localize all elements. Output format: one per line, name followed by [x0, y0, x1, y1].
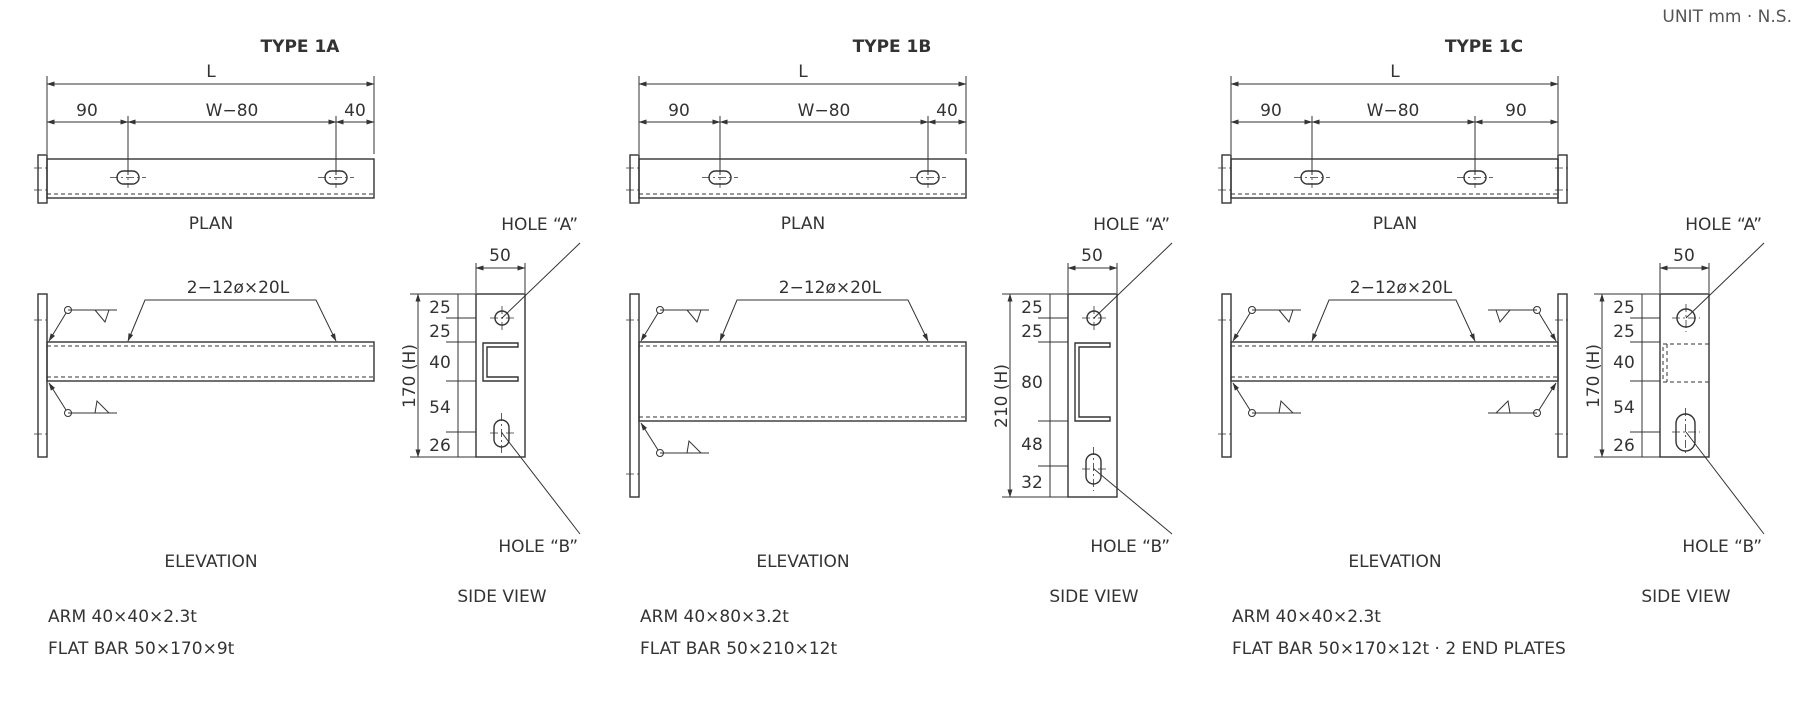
plate-plan	[37, 154, 48, 204]
side-view: 50 210 (H) 25 25 80 48 32	[992, 215, 1173, 607]
side-view: 50 170 (H) 25 25 40 54 26	[1584, 215, 1765, 607]
hole-b-label: HOLE “B”	[1090, 537, 1170, 557]
dim-middle: W−80	[1367, 101, 1420, 121]
type-1b-group: TYPE 1B L 90 W−80 40 PLAN	[626, 37, 1173, 659]
flat-bar	[1067, 293, 1118, 498]
spec-arm: ARM 40×40×2.3t	[48, 607, 197, 627]
plate-plan	[1221, 154, 1232, 204]
plan-label: PLAN	[189, 214, 233, 234]
dim-left: 90	[76, 101, 98, 121]
elevation-label: ELEVATION	[756, 552, 849, 572]
seg-5: 32	[1021, 473, 1043, 493]
hole-b-label: HOLE “B”	[1682, 537, 1762, 557]
arm-elevation	[46, 341, 375, 382]
elevation-view: 2−12ø×20L ELEVATION	[626, 278, 967, 572]
dim-right: 90	[1505, 101, 1527, 121]
spec-arm: ARM 40×80×3.2t	[640, 607, 789, 627]
plate-plan-right	[1557, 154, 1568, 204]
seg-3: 80	[1021, 373, 1043, 393]
spec-arm: ARM 40×40×2.3t	[1232, 607, 1381, 627]
holes-note: 2−12ø×20L	[187, 278, 290, 298]
hole-a-label: HOLE “A”	[1685, 215, 1762, 235]
dim-left: 90	[1260, 101, 1282, 121]
hole-a-label: HOLE “A”	[1093, 215, 1170, 235]
elevation-view: 2−12ø×20L ELEVATION	[1218, 278, 1571, 572]
elevation-view: 2−12ø×20L ELEVATION	[34, 278, 375, 572]
dim-overall: L	[1390, 62, 1400, 82]
dim-overall: L	[798, 62, 808, 82]
unit-note: UNIT mm · N.S.	[1662, 7, 1792, 27]
dim-middle: W−80	[798, 101, 851, 121]
channel-section	[1074, 342, 1111, 422]
hole-b-label: HOLE “B”	[498, 537, 578, 557]
plate-elevation	[37, 293, 48, 458]
side-height: 170 (H)	[400, 344, 420, 408]
seg-1: 25	[429, 298, 451, 318]
hidden-section	[1662, 343, 1710, 383]
seg-2: 25	[1021, 322, 1043, 342]
arm-plan	[638, 158, 967, 199]
dim-overall: L	[206, 62, 216, 82]
seg-5: 26	[1613, 436, 1635, 456]
side-width: 50	[1081, 246, 1103, 266]
side-label: SIDE VIEW	[1641, 587, 1730, 607]
arm-elevation	[1230, 341, 1559, 382]
arm-plan	[46, 158, 375, 199]
seg-2: 25	[1613, 322, 1635, 342]
side-label: SIDE VIEW	[457, 587, 546, 607]
dim-left: 90	[668, 101, 690, 121]
plate-elevation-right	[1557, 293, 1568, 458]
seg-3: 40	[429, 353, 451, 373]
seg-3: 40	[1613, 353, 1635, 373]
seg-4: 54	[1613, 398, 1635, 418]
seg-1: 25	[1021, 298, 1043, 318]
elevation-label: ELEVATION	[1348, 552, 1441, 572]
plan-label: PLAN	[1373, 214, 1417, 234]
seg-5: 26	[429, 436, 451, 456]
plate-elevation	[1221, 293, 1232, 458]
plate-plan	[629, 154, 640, 204]
plate-elevation	[629, 293, 640, 498]
side-width: 50	[1673, 246, 1695, 266]
side-view: 50 170 (H) 25 25 40 54 26	[400, 215, 581, 607]
type-title: TYPE 1C	[1445, 37, 1523, 57]
side-label: SIDE VIEW	[1049, 587, 1138, 607]
flat-bar	[475, 293, 526, 458]
type-1a-group: TYPE 1A L 90 W−80 40 PLAN	[34, 37, 581, 659]
type-1c-group: TYPE 1C L 90 W−80 90	[1218, 37, 1765, 659]
plan-view: L 90 W−80 40 PLAN	[34, 62, 375, 234]
dim-middle: W−80	[206, 101, 259, 121]
seg-4: 54	[429, 398, 451, 418]
seg-1: 25	[1613, 298, 1635, 318]
plan-label: PLAN	[781, 214, 825, 234]
type-title: TYPE 1A	[261, 37, 341, 57]
plan-view: L 90 W−80 90 PLAN	[1218, 62, 1571, 234]
arm-plan	[1230, 158, 1559, 199]
type-title: TYPE 1B	[853, 37, 932, 57]
dim-right: 40	[936, 101, 958, 121]
elevation-label: ELEVATION	[164, 552, 257, 572]
dim-right: 40	[344, 101, 366, 121]
spec-flat-bar: FLAT BAR 50×170×9t	[48, 639, 235, 659]
arm-elevation	[638, 341, 967, 422]
channel-section	[482, 342, 519, 382]
spec-flat-bar: FLAT BAR 50×170×12t · 2 END PLATES	[1232, 639, 1566, 659]
holes-note: 2−12ø×20L	[779, 278, 882, 298]
seg-2: 25	[429, 322, 451, 342]
side-height: 210 (H)	[992, 364, 1012, 428]
side-width: 50	[489, 246, 511, 266]
hole-a-label: HOLE “A”	[501, 215, 578, 235]
seg-4: 48	[1021, 435, 1043, 455]
side-height: 170 (H)	[1584, 344, 1604, 408]
spec-flat-bar: FLAT BAR 50×210×12t	[640, 639, 837, 659]
holes-note: 2−12ø×20L	[1350, 278, 1453, 298]
plan-view: L 90 W−80 40 PLAN	[626, 62, 967, 234]
